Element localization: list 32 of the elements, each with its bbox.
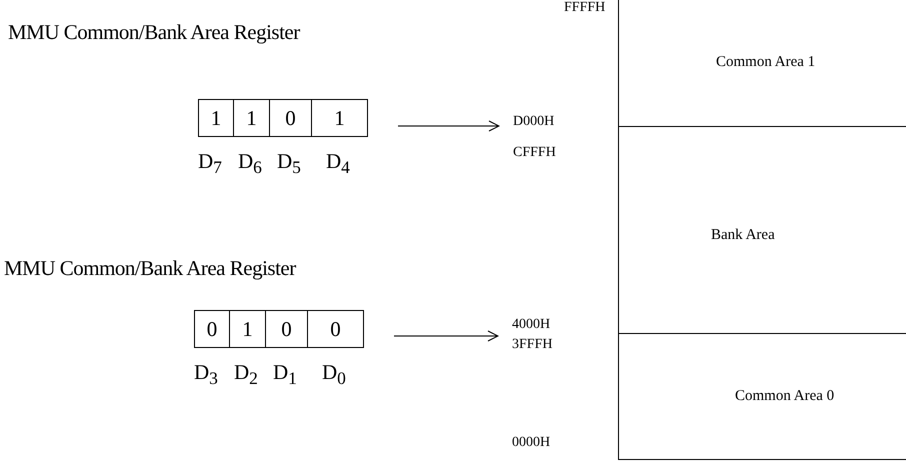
address-label: CFFFH <box>513 145 556 161</box>
bit-label: D$_{2}$ <box>234 360 258 390</box>
bit-cell: 0 <box>195 311 229 347</box>
address-label: 3FFFH <box>512 337 552 353</box>
bit-cell: 1 <box>229 311 265 347</box>
bit-cell: 1 <box>199 100 233 136</box>
bit-cell: 0 <box>269 100 311 136</box>
memory-area <box>618 127 906 334</box>
bit-label: D$_{0}$ <box>322 360 346 390</box>
address-label: 0000H <box>512 435 550 451</box>
bit-label: D$_{1}$ <box>273 360 297 390</box>
register-heading: MMU Common/Bank Area Register <box>8 20 300 45</box>
bit-label: D$_{6}$ <box>238 149 262 178</box>
bit-cell: 1 <box>233 100 269 136</box>
bit-cell: 0 <box>307 311 363 347</box>
bit-label: D$_{5}$ <box>277 149 301 178</box>
address-label: D000H <box>513 114 554 130</box>
address-label: 4000H <box>512 317 550 333</box>
arrow <box>398 120 500 132</box>
arrow <box>394 330 498 342</box>
memory-area <box>618 334 906 460</box>
bit-label: D$_{7}$ <box>198 149 222 178</box>
register-heading: MMU Common/Bank Area Register <box>4 256 296 281</box>
area-name: Common Area 1 <box>716 54 816 71</box>
bit-cell: 0 <box>265 311 307 347</box>
area-name: Bank Area <box>711 227 775 244</box>
memory-area <box>618 0 906 127</box>
area-name: Common Area 0 <box>735 388 834 405</box>
address-label: FFFFH <box>564 0 606 16</box>
bit-label: D$_{4}$ <box>326 149 350 178</box>
bit-cell: 1 <box>311 100 367 136</box>
bit-label: D$_{3}$ <box>194 360 218 390</box>
